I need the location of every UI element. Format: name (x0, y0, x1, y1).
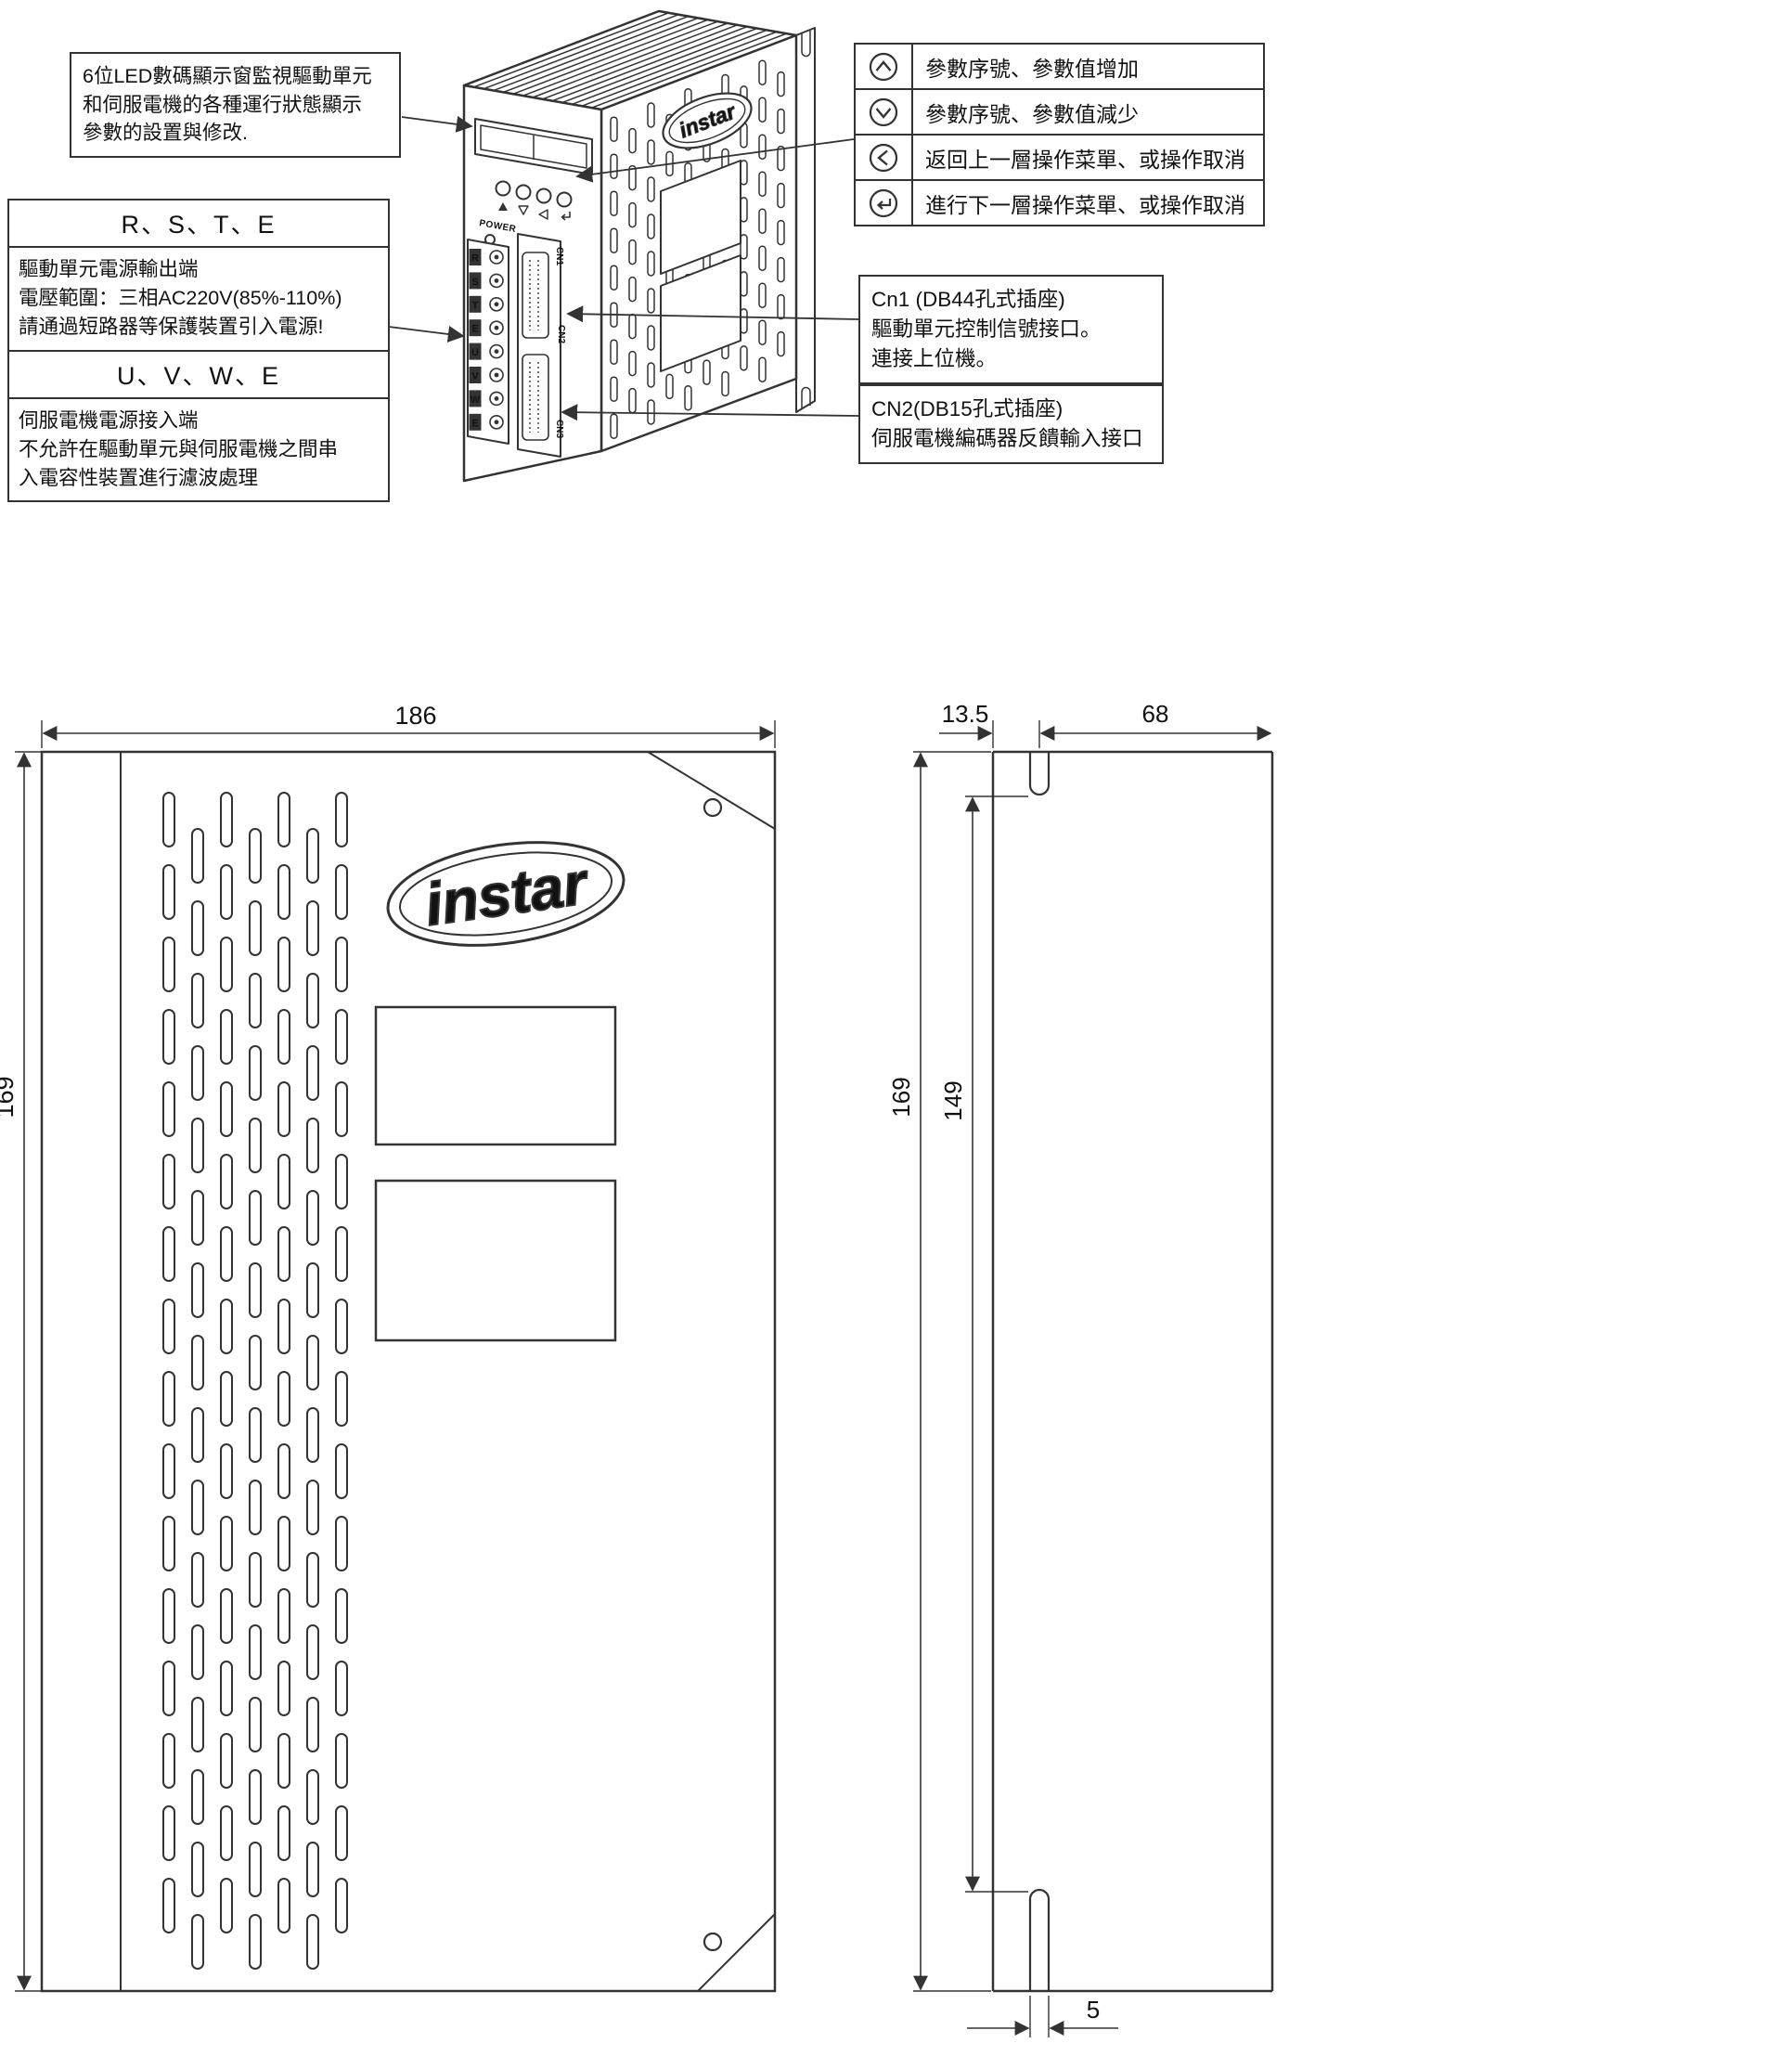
dim-height-label: 169 (0, 1076, 19, 1118)
leader-keys (575, 138, 855, 183)
leader-cn1 (566, 305, 859, 323)
terminal-callout: R、S、T、E 驅動單元電源輸出端 電壓範圍：三相AC220V(85%-110%… (7, 199, 390, 503)
dim-width-label: 186 (394, 702, 436, 730)
terminal-block (467, 239, 509, 445)
dim-offset-label: 13.5 (942, 700, 989, 728)
motor-terminal-body: 伺服電機電源接入端 不允許在驅動單元與伺服電機之間串 入電容性裝置進行濾波處理 (19, 408, 339, 489)
down-triangle-icon (518, 205, 529, 215)
brand-logo-front: instar (386, 841, 625, 947)
led-display-callout: 6位LED數碼顯示窗監視驅動單元 和伺服電機的各種運行狀態顯示 參數的設置與修改… (70, 52, 401, 158)
left-triangle-icon (538, 209, 548, 220)
terminal-label: U (471, 347, 479, 358)
key-row-label: 進行下一層操作菜單、或操作取消 (925, 192, 1245, 217)
terminal-label: T (472, 300, 479, 311)
terminal-label: V (471, 371, 479, 382)
panel-view: instar 186 169 (0, 702, 777, 1993)
corner-bend-bottom (697, 1913, 776, 1992)
screw-hole-top (703, 797, 723, 818)
dim-side-height-label: 169 (887, 1077, 915, 1117)
mounting-flange (795, 27, 816, 413)
side-label-plate-1 (660, 160, 741, 275)
connector-cn3-body (522, 354, 549, 441)
down-arrow-icon (856, 90, 913, 134)
dim-hole-spacing-label: 149 (939, 1080, 967, 1120)
dim-depth-label: 68 (1142, 700, 1169, 728)
terminal-label: E (471, 418, 478, 429)
dim-slot-width-label: 5 (1087, 1996, 1100, 2024)
heatsink-fins (463, 10, 797, 110)
brand-logo-iso: instar (662, 92, 753, 149)
key-row-up: 參數序號、參數值增加 (856, 45, 1263, 90)
side-label-plate-2 (660, 254, 741, 372)
cn2-note: CN2(DB15孔式插座) 伺服電機編碼器反饋輸入接口 (871, 397, 1143, 450)
left-button[interactable] (535, 187, 552, 204)
panel-outline (40, 750, 777, 1993)
leader-cn2 (561, 404, 859, 421)
power-terminal-title: R、S、T、E (9, 200, 388, 248)
connector-label-cn2: CN2 (556, 325, 566, 343)
screw-hole-bottom (703, 1932, 723, 1952)
up-arrow-icon (856, 45, 913, 88)
front-vent-slots (162, 792, 348, 1970)
key-row-enter: 進行下一層操作菜單、或操作取消 (856, 181, 1263, 225)
mounting-slot-top (1028, 752, 1051, 796)
label-plate-1 (374, 1005, 617, 1146)
mounting-slot-bottom (1028, 1888, 1051, 1991)
connector-label-cn3: CN3 (554, 420, 564, 438)
terminal-label: R (471, 253, 479, 265)
enter-button[interactable] (556, 191, 573, 208)
key-row-label: 返回上一層操作菜單、或操作取消 (925, 147, 1245, 172)
leader-terminals (388, 326, 465, 343)
motor-terminal-title: U、V、W、E (9, 349, 388, 399)
cn1-callout: Cn1 (DB44孔式插座) 驅動單元控制信號接口。 連接上位機。 (858, 275, 1164, 384)
key-function-table: 參數序號、參數值增加 參數序號、參數值減少 返回上一層操作菜單、或操作取消 進行… (854, 43, 1265, 226)
servo-drive-isometric: instar POWER (462, 9, 816, 483)
terminal-label: E (471, 324, 478, 335)
led-display-note: 6位LED數碼顯示窗監視驅動單元 和伺服電機的各種運行狀態顯示 參數的設置與修改… (83, 65, 372, 145)
left-arrow-icon (856, 136, 913, 179)
flange-notch-bottom (801, 386, 811, 408)
key-row-label: 參數序號、參數值增加 (925, 56, 1139, 81)
label-plate-2 (374, 1179, 617, 1342)
cn1-note: Cn1 (DB44孔式插座) 驅動單元控制信號接口。 連接上位機。 (871, 288, 1102, 370)
up-triangle-icon (498, 202, 508, 211)
side-view: 13.5 68 169 149 5 (887, 700, 1274, 2037)
enter-icon (856, 181, 913, 225)
leader-lines (388, 115, 859, 421)
connector-cn2-body (522, 252, 549, 339)
power-terminal-body: 驅動單元電源輸出端 電壓範圍：三相AC220V(85%-110%) 請通過短路器… (19, 258, 342, 339)
flange-notch-top (801, 31, 811, 58)
terminal-label: W (471, 394, 481, 406)
corner-bend-top (647, 751, 776, 830)
key-row-down: 參數序號、參數值減少 (856, 90, 1263, 136)
cn2-callout: CN2(DB15孔式插座) 伺服電機編碼器反饋輸入接口 (858, 384, 1164, 464)
connector-label-cn1: CN1 (554, 247, 564, 265)
down-button[interactable] (515, 184, 532, 200)
panel-buttons (495, 180, 573, 208)
up-button[interactable] (495, 180, 511, 197)
enter-glyph-icon (561, 212, 571, 221)
leader-led-note (401, 115, 473, 133)
terminal-label: S (471, 277, 478, 288)
key-row-label: 參數序號、參數值減少 (925, 101, 1139, 126)
terminal-rows: R S T E U V W (469, 249, 504, 431)
key-row-back: 返回上一層操作菜單、或操作取消 (856, 136, 1263, 181)
